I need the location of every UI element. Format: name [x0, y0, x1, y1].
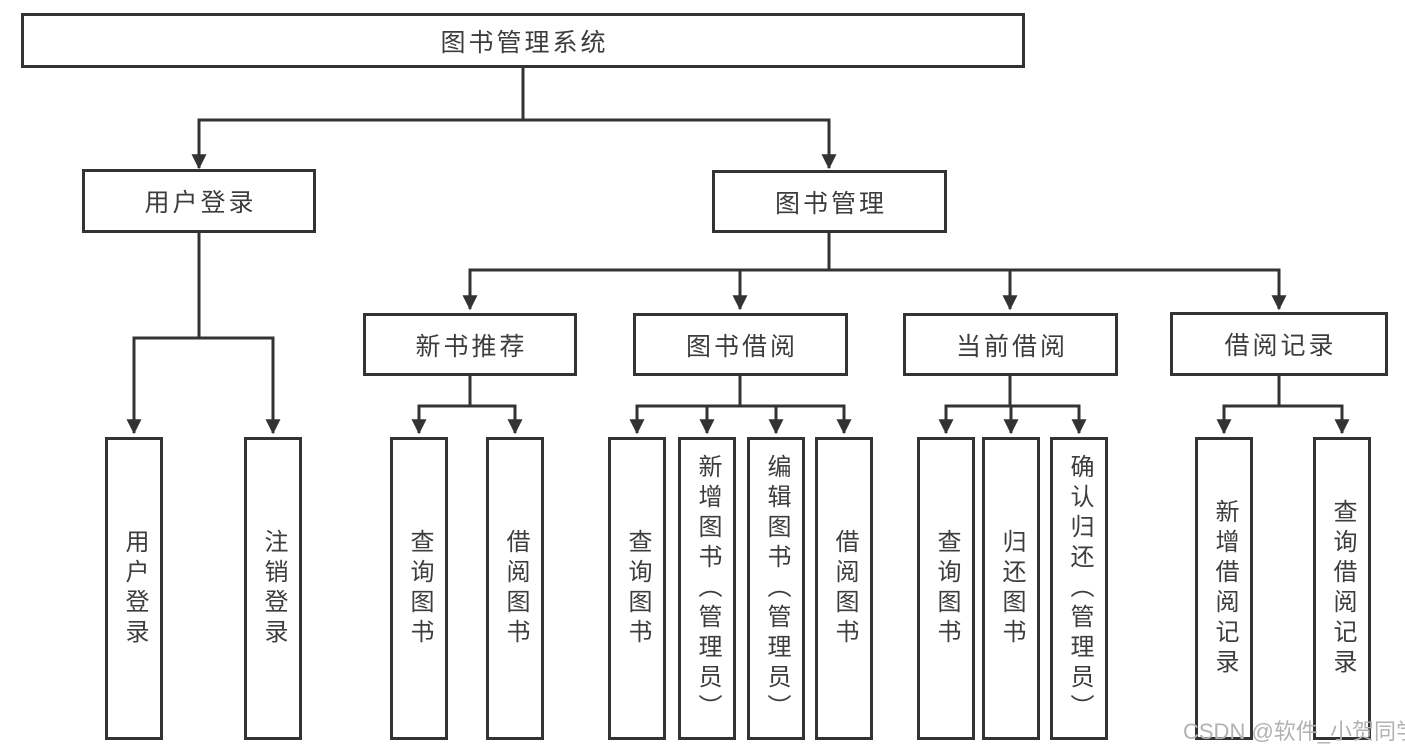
leaf-query-books-recommend: 查询图书 — [390, 437, 448, 740]
node-borrow-records-label: 借阅记录 — [1224, 332, 1337, 360]
node-new-book-recommend-label: 新书推荐 — [415, 332, 528, 361]
leaf-query-borrow-record: 查询借阅记录 — [1313, 437, 1371, 740]
leaf-label: 新增借阅记录 — [1211, 498, 1238, 679]
leaf-query-books-current: 查询图书 — [917, 437, 975, 740]
leaf-label: 编辑图书（管理员） — [763, 453, 790, 724]
leaf-label: 借阅图书 — [502, 528, 529, 649]
node-user-login-label: 用户登录 — [144, 189, 257, 217]
node-current-borrow-label: 当前借阅 — [955, 332, 1068, 361]
leaf-label: 新增图书（管理员） — [694, 453, 721, 724]
leaf-logout: 注销登录 — [244, 437, 302, 740]
csdn-watermark: CSDN @软件_小贺同学 — [1183, 719, 1405, 744]
leaf-label: 查询借阅记录 — [1329, 498, 1356, 679]
node-book-borrow: 图书借阅 — [633, 313, 848, 376]
leaf-edit-books-admin: 编辑图书（管理员） — [747, 437, 805, 740]
node-new-book-recommend: 新书推荐 — [363, 313, 577, 376]
node-current-borrow: 当前借阅 — [903, 313, 1118, 376]
leaf-user-login-label: 用户登录 — [121, 528, 148, 649]
leaf-label: 确认归还（管理员） — [1066, 453, 1093, 724]
leaf-add-books-admin: 新增图书（管理员） — [678, 437, 736, 740]
leaf-borrow-books: 借阅图书 — [815, 437, 873, 740]
leaf-confirm-return-admin: 确认归还（管理员） — [1050, 437, 1108, 740]
node-book-management: 图书管理 — [712, 170, 947, 233]
leaf-user-login: 用户登录 — [105, 437, 163, 740]
leaf-label: 查询图书 — [406, 528, 433, 649]
node-user-login: 用户登录 — [82, 169, 316, 233]
leaf-return-books: 归还图书 — [982, 437, 1040, 740]
leaf-label: 查询图书 — [933, 528, 960, 649]
leaf-borrow-books-recommend: 借阅图书 — [486, 437, 544, 740]
leaf-query-books-borrow: 查询图书 — [608, 437, 666, 740]
node-library-system: 图书管理系统 — [21, 13, 1025, 68]
leaf-logout-label: 注销登录 — [260, 528, 287, 649]
node-library-system-label: 图书管理系统 — [440, 28, 609, 57]
leaf-add-borrow-record: 新增借阅记录 — [1195, 437, 1253, 740]
node-book-borrow-label: 图书借阅 — [685, 332, 798, 361]
node-borrow-records: 借阅记录 — [1170, 312, 1388, 376]
leaf-label: 借阅图书 — [831, 528, 858, 649]
leaf-label: 归还图书 — [998, 528, 1025, 649]
node-book-management-label: 图书管理 — [774, 189, 887, 218]
leaf-label: 查询图书 — [624, 528, 651, 649]
